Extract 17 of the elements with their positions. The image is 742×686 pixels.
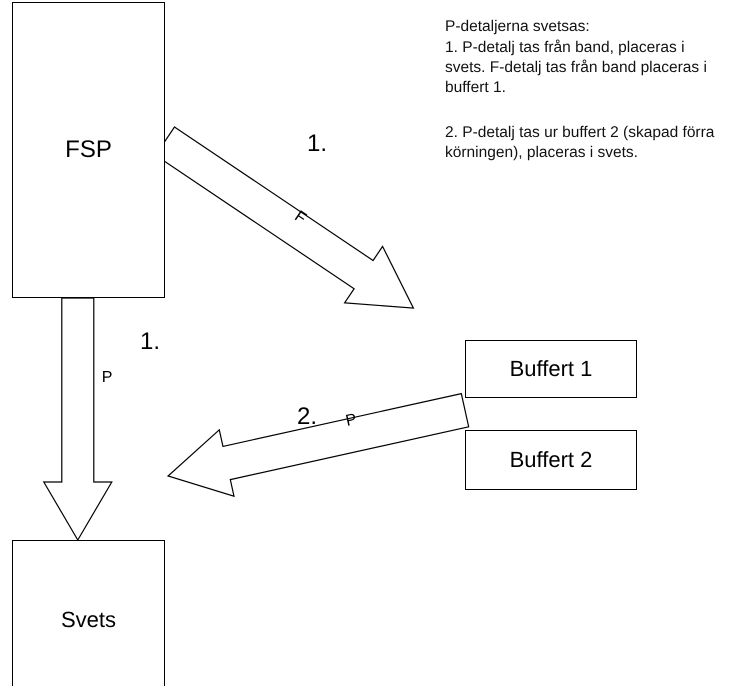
- note-text: P-detaljerna svetsas:: [445, 17, 591, 37]
- process-box: [465, 430, 637, 490]
- node-label: FSP: [65, 136, 112, 164]
- process-box: [12, 2, 165, 298]
- edge-label: P: [102, 370, 112, 386]
- process-box: [465, 340, 637, 398]
- step-number: 2.: [297, 402, 318, 432]
- step-number: 1.: [140, 327, 162, 357]
- node-label: Buffert 2: [510, 447, 592, 473]
- node-label: Buffert 1: [510, 356, 592, 382]
- node-label: Svets: [60, 607, 116, 633]
- note-text: 2. P-detalj tas ur buffert 2 (skapad förra körningen), placeras i svets.: [445, 123, 715, 164]
- block-arrow: [166, 392, 470, 498]
- step-number: 1.: [307, 129, 328, 159]
- process-box: [12, 540, 165, 686]
- note-text: 1. P-detalj tas från band, placeras i svets. F-detalj tas från band placeras i buffert 1.: [445, 38, 708, 98]
- block-arrow: [42, 297, 113, 542]
